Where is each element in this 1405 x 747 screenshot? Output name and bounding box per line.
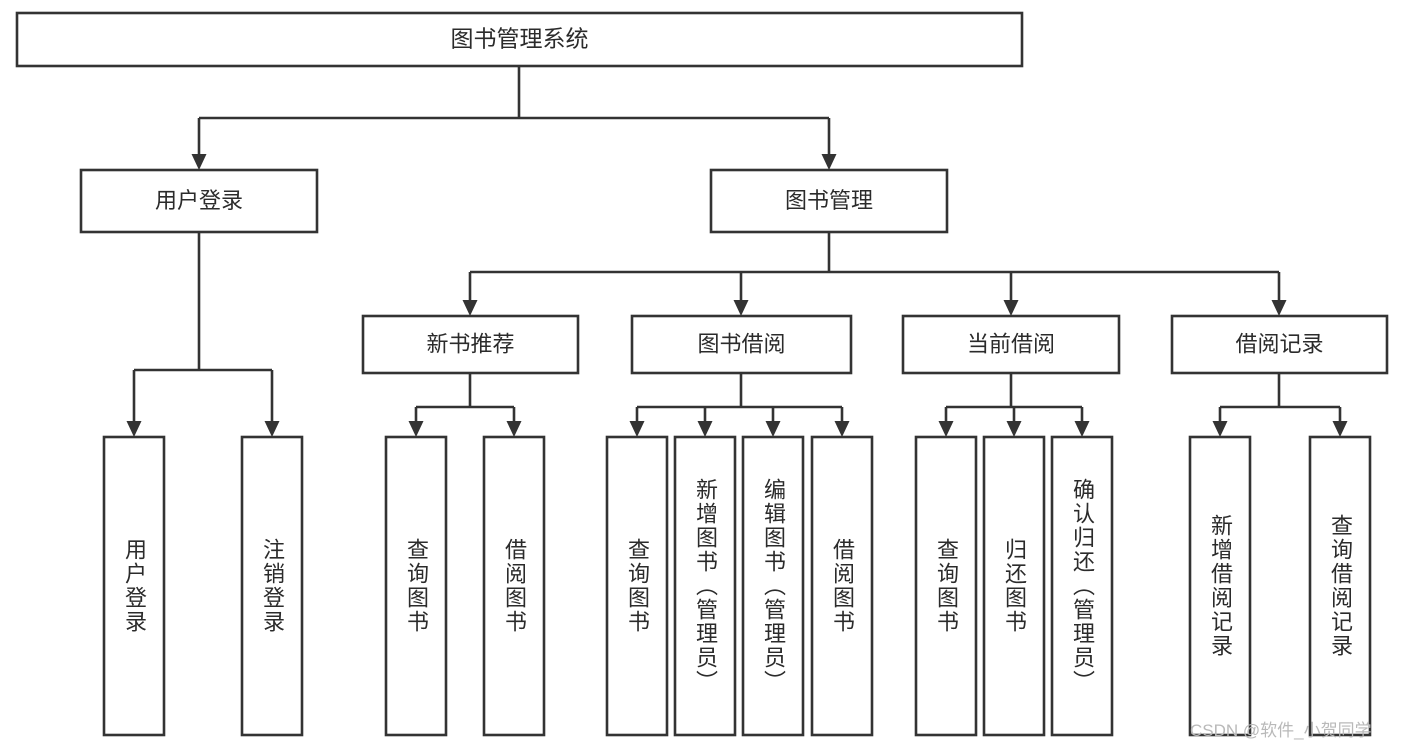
- node-root-box[interactable]: [15, 11, 1024, 68]
- node-level2-0-box[interactable]: [361, 314, 580, 375]
- node-leaf-6-box[interactable]: [741, 435, 805, 737]
- node-level2-2-label: 当前借阅: [967, 331, 1055, 356]
- node-leaf-1-box[interactable]: [240, 435, 304, 737]
- connector-arrow-icon: [765, 421, 781, 437]
- connector-links-layer: [126, 66, 1348, 437]
- connector-arrow-icon: [408, 421, 424, 437]
- node-level1-0-label: 用户登录: [155, 188, 243, 213]
- node-root[interactable]: 图书管理系统: [15, 11, 1024, 68]
- node-leaf-11-box[interactable]: [1188, 435, 1252, 737]
- node-level2-1-box[interactable]: [630, 314, 853, 375]
- node-level1-1-box[interactable]: [709, 168, 949, 234]
- node-leaf-5-box[interactable]: [673, 435, 737, 737]
- connector-arrow-icon: [938, 421, 954, 437]
- node-level1-1[interactable]: 图书管理: [709, 168, 949, 234]
- connector-arrow-icon: [821, 154, 837, 170]
- connector-arrow-icon: [1212, 421, 1228, 437]
- node-level2-3-box[interactable]: [1170, 314, 1389, 375]
- node-root-label: 图书管理系统: [451, 26, 589, 52]
- connector-arrow-icon: [1006, 421, 1022, 437]
- connector-arrow-icon: [506, 421, 522, 437]
- node-level1-1-label: 图书管理: [785, 188, 873, 213]
- node-level1-0[interactable]: 用户登录: [79, 168, 319, 234]
- connector-arrow-icon: [1332, 421, 1348, 437]
- node-level2-0-label: 新书推荐: [426, 331, 514, 356]
- node-level2-3[interactable]: 借阅记录: [1170, 314, 1389, 375]
- node-level1-0-box[interactable]: [79, 168, 319, 234]
- node-level2-1[interactable]: 图书借阅: [630, 314, 853, 375]
- node-leaf-10-box[interactable]: [1050, 435, 1114, 737]
- connector-arrow-icon: [834, 421, 850, 437]
- connector-arrow-icon: [462, 300, 478, 316]
- node-leaf-2-box[interactable]: [384, 435, 448, 737]
- node-leaf-0-box[interactable]: [102, 435, 166, 737]
- node-level2-1-label: 图书借阅: [697, 331, 785, 356]
- node-leaf-8-box[interactable]: [914, 435, 978, 737]
- connector-arrow-icon: [733, 300, 749, 316]
- node-leaf-12-box[interactable]: [1308, 435, 1372, 737]
- node-leaf-9-box[interactable]: [982, 435, 1046, 737]
- connector-arrow-icon: [1003, 300, 1019, 316]
- connector-arrow-icon: [697, 421, 713, 437]
- node-leaf-7-box[interactable]: [810, 435, 874, 737]
- connector-arrow-icon: [629, 421, 645, 437]
- node-level2-0[interactable]: 新书推荐: [361, 314, 580, 375]
- connector-arrow-icon: [1074, 421, 1090, 437]
- connector-arrow-icon: [126, 421, 142, 437]
- connector-arrow-icon: [191, 154, 207, 170]
- connector-arrow-icon: [264, 421, 280, 437]
- csdn-watermark: CSDN @软件_小贺同学: [1190, 721, 1372, 740]
- node-level2-2[interactable]: 当前借阅: [901, 314, 1121, 375]
- node-level2-3-label: 借阅记录: [1235, 331, 1323, 356]
- node-level2-2-box[interactable]: [901, 314, 1121, 375]
- node-leaf-3-box[interactable]: [482, 435, 546, 737]
- node-leaf-4-box[interactable]: [605, 435, 669, 737]
- connector-arrow-icon: [1271, 300, 1287, 316]
